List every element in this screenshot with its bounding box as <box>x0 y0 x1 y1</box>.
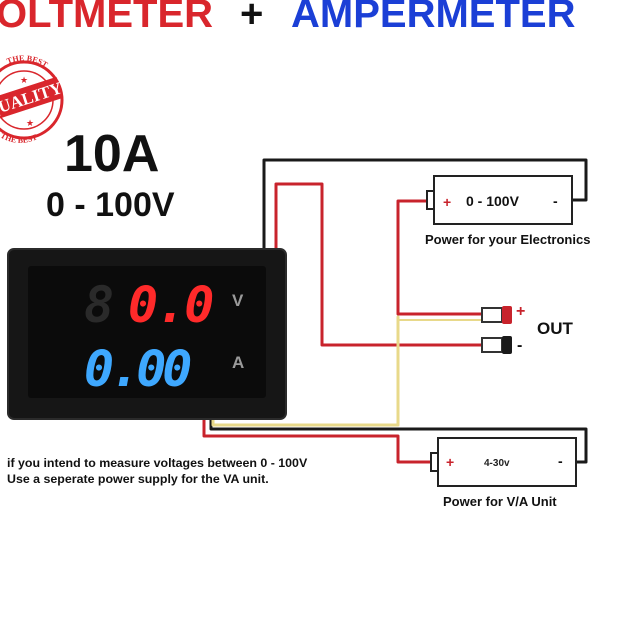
out-minus-tip <box>502 336 512 354</box>
title-voltmeter: OLTMETER <box>0 0 214 36</box>
spec-voltage-range: 0 - 100V <box>46 186 175 224</box>
badge-star-bottom: ★ <box>26 118 34 128</box>
supply-va-caption: Power for V/A Unit <box>443 494 557 509</box>
supply-va-plus: + <box>446 454 454 470</box>
supply-main-caption: Power for your Electronics <box>425 232 591 247</box>
supply-va-label: 4-30v <box>484 458 510 469</box>
supply-main-minus: - <box>553 193 558 209</box>
title-plus: + <box>240 0 264 36</box>
output-terminals: + - OUT <box>481 303 574 354</box>
wire-yellow <box>211 315 400 427</box>
meter-current-unit: A <box>232 353 244 372</box>
supply-va: + 4-30v - <box>430 437 577 487</box>
meter-current-reading: 0.00 <box>84 340 190 398</box>
supply-main-label: 0 - 100V <box>466 193 520 209</box>
meter-voltage-unit: V <box>232 291 244 310</box>
supply-main-plus: + <box>443 194 451 210</box>
badge-ribbon <box>0 76 64 122</box>
meter-voltage-reading: 0.0 <box>128 276 212 334</box>
wire-black-top <box>262 158 588 254</box>
meter-unlit-digit: 8 <box>84 276 114 334</box>
wire-red-out <box>396 199 484 316</box>
usage-note: if you intend to measure voltages betwee… <box>7 455 307 487</box>
out-label: OUT <box>537 319 574 338</box>
out-minus-sign: - <box>517 337 522 354</box>
out-plus-tip <box>502 306 512 324</box>
out-plus-sign: + <box>516 303 525 320</box>
wire-red-bottom <box>202 416 434 464</box>
usage-note-line1: if you intend to measure voltages betwee… <box>7 456 308 470</box>
supply-va-minus: - <box>558 453 563 469</box>
supply-main-body <box>433 175 573 225</box>
usage-note-line2: Use a seperate power supply for the VA u… <box>7 472 269 486</box>
wire-yellow-join <box>397 316 483 321</box>
meter-display <box>28 266 266 398</box>
supply-va-terminal <box>430 452 439 472</box>
wire-red-main <box>274 182 484 347</box>
supply-main: + 0 - 100V - <box>426 175 573 225</box>
quality-badge: THE BEST THE BEST QUALITY ★ ★ <box>0 54 65 145</box>
out-minus-plug <box>481 337 503 353</box>
out-plus-plug <box>481 307 503 323</box>
title-ampermeter: AMPERMETER <box>291 0 576 36</box>
badge-star-top: ★ <box>20 75 28 85</box>
wire-black-bottom <box>209 416 588 464</box>
spec-current: 10A <box>64 125 160 183</box>
supply-main-terminal <box>426 190 435 210</box>
va-meter: 8 0.0 0.00 V A <box>7 248 287 420</box>
